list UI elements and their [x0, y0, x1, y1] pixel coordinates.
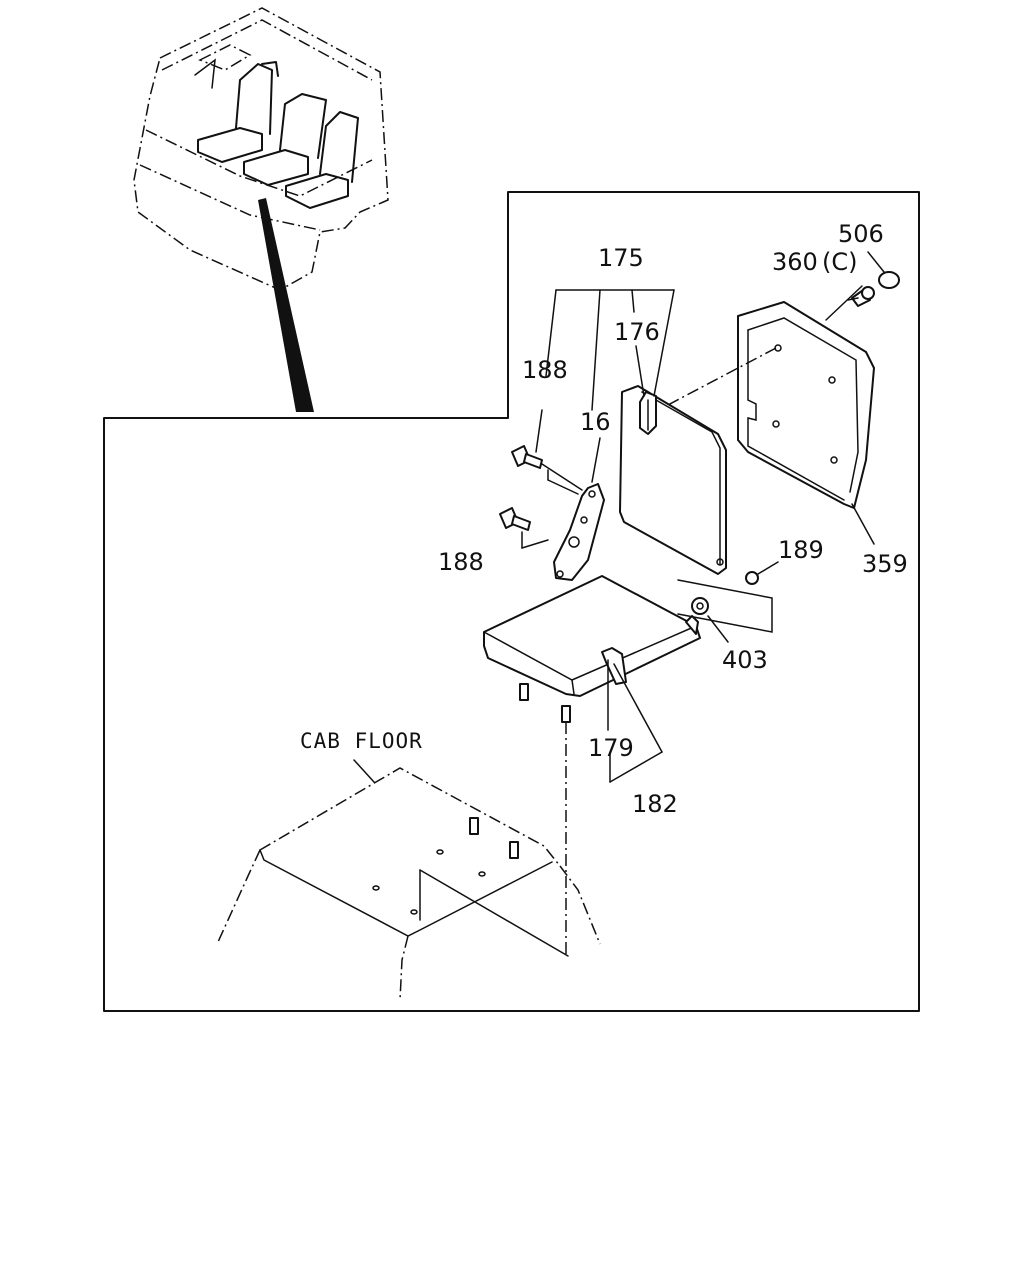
label-16: 16	[580, 408, 611, 436]
screw-360	[825, 285, 875, 321]
label-179: 179	[588, 734, 634, 762]
label-403: 403	[722, 646, 768, 674]
cab-floor-icon	[217, 759, 601, 1001]
seat-cushion-179	[483, 575, 701, 956]
leader-175	[535, 289, 675, 453]
label-359: 359	[862, 550, 908, 578]
bolt-188-upper	[511, 445, 583, 495]
nut-189	[745, 561, 779, 585]
back-cover-359	[665, 301, 875, 545]
label-360: 360	[772, 248, 818, 276]
detail-frame	[103, 191, 920, 1012]
cab-overview-icon	[133, 7, 389, 412]
label-cab-floor: CAB FLOOR	[300, 729, 423, 753]
hinge-bracket-16	[553, 437, 605, 581]
leader-179-182	[607, 659, 663, 783]
cap-506	[867, 251, 900, 289]
label-188-upper: 188	[522, 356, 568, 384]
nut-403	[677, 579, 773, 643]
label-189: 189	[778, 536, 824, 564]
bolt-188-lower	[499, 507, 549, 549]
seat-back-176	[619, 385, 727, 575]
label-175: 175	[598, 244, 644, 272]
label-360-suffix: (C)	[822, 248, 857, 276]
label-188-lower: 188	[438, 548, 484, 576]
label-506: 506	[838, 220, 884, 248]
label-176: 176	[614, 318, 660, 346]
label-182: 182	[632, 790, 678, 818]
